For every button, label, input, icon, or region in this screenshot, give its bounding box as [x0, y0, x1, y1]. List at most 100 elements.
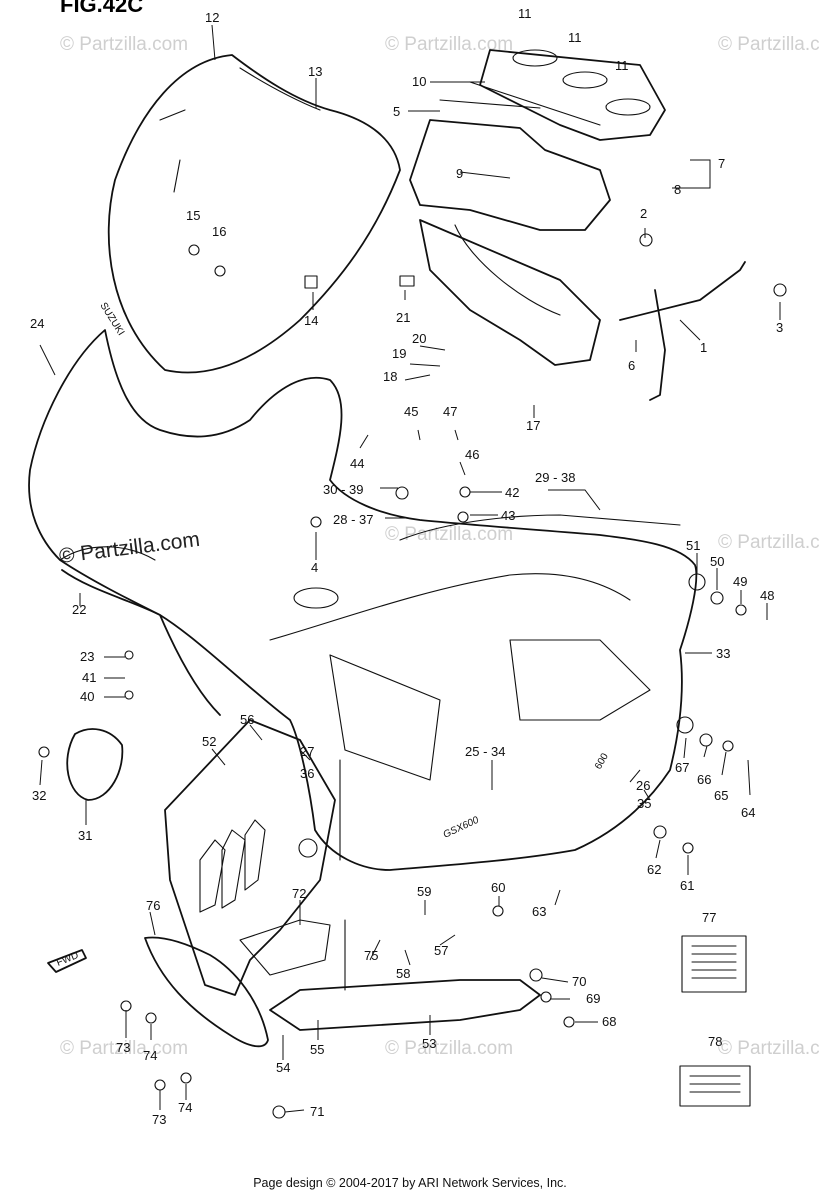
- fairing-badge: 600: [593, 751, 611, 771]
- callout: 64: [741, 805, 755, 820]
- main-fairing: GSX600 600: [28, 329, 698, 871]
- hardware-items: [38, 233, 787, 1119]
- callout: 22: [72, 602, 86, 617]
- callout: 71: [310, 1104, 324, 1119]
- page-footer: Page design © 2004-2017 by ARI Network S…: [253, 1176, 567, 1190]
- callout: 4: [311, 560, 318, 575]
- callout: 20: [412, 331, 426, 346]
- callout: 45: [404, 404, 418, 419]
- fairing-side-logo: GSX600: [442, 815, 481, 841]
- callout: 6: [628, 358, 635, 373]
- callout: 3: [776, 320, 783, 335]
- callout: 73: [116, 1040, 130, 1055]
- callout: 67: [675, 760, 689, 775]
- callout: 33: [716, 646, 730, 661]
- callout: 2: [640, 206, 647, 221]
- callout: 26: [636, 778, 650, 793]
- watermark: © Partzilla.com: [718, 532, 820, 553]
- callout: 32: [32, 788, 46, 803]
- callout: 10: [412, 74, 426, 89]
- windscreen: SUZUKI: [97, 54, 401, 374]
- callout: 24: [30, 316, 44, 331]
- callout: 57: [434, 943, 448, 958]
- callout: 7: [718, 156, 725, 171]
- callout: 53: [422, 1036, 436, 1051]
- callout: 59: [417, 884, 431, 899]
- callout: 62: [647, 862, 661, 877]
- callout: 70: [572, 974, 586, 989]
- callout: 12: [205, 10, 219, 25]
- callout: 61: [680, 878, 694, 893]
- leader-lines: [39, 24, 781, 1113]
- callout: 66: [697, 772, 711, 787]
- watermark: © Partzilla.com: [60, 1038, 188, 1059]
- callout: 78: [708, 1034, 722, 1049]
- info-label-78: [679, 1065, 751, 1107]
- callout: 51: [686, 538, 700, 553]
- callout: 25 - 34: [465, 744, 505, 759]
- watermark: © Partzilla.com: [385, 524, 513, 545]
- figure-title: FIG.42C: [60, 0, 143, 17]
- callout: 30 - 39: [323, 482, 363, 497]
- callout: 23: [80, 649, 94, 664]
- callout: 44: [350, 456, 364, 471]
- watermark-center: © Partzilla.com: [58, 528, 201, 568]
- callout: 1: [700, 340, 707, 355]
- callout: 74: [143, 1048, 157, 1063]
- callout: 76: [146, 898, 160, 913]
- callout: 42: [505, 485, 519, 500]
- callout: 63: [532, 904, 546, 919]
- callout: 11: [568, 30, 582, 45]
- callout: 65: [714, 788, 728, 803]
- callout: 43: [501, 508, 515, 523]
- callout: 15: [186, 208, 200, 223]
- callout: 50: [710, 554, 724, 569]
- callout: 40: [80, 689, 94, 704]
- callout: 35: [637, 796, 651, 811]
- callout: 54: [276, 1060, 290, 1075]
- callout: 60: [491, 880, 505, 895]
- callout: 41: [82, 670, 96, 685]
- watermark: © Partzilla.com: [385, 1038, 513, 1059]
- callout: 73: [152, 1112, 166, 1127]
- callout: 13: [308, 64, 322, 79]
- callout: 29 - 38: [535, 470, 575, 485]
- callout: 58: [396, 966, 410, 981]
- watermark: © Partzilla.com: [60, 34, 188, 55]
- callout: 31: [78, 828, 92, 843]
- callout: 56: [240, 712, 254, 727]
- watermark: © Partzilla.com: [718, 34, 820, 55]
- callout: 46: [465, 447, 479, 462]
- left-side-panels: [61, 569, 541, 1048]
- watermark: © Partzilla.com: [718, 1038, 820, 1059]
- callout: 72: [292, 886, 306, 901]
- callout: 17: [526, 418, 540, 433]
- callout: 28 - 37: [333, 512, 373, 527]
- callout: 8: [674, 182, 681, 197]
- callout: 5: [393, 104, 400, 119]
- callout: 11: [615, 58, 629, 73]
- callout: 68: [602, 1014, 616, 1029]
- watermark: © Partzilla.com: [385, 34, 513, 55]
- callout: 16: [212, 224, 226, 239]
- callout: 9: [456, 166, 463, 181]
- callout: 52: [202, 734, 216, 749]
- callout: 18: [383, 369, 397, 384]
- callout: 47: [443, 404, 457, 419]
- callout: 74: [178, 1100, 192, 1115]
- callout: 11: [518, 6, 532, 21]
- callout-labels: 12 13 11 11 11 10 5 7 8 9 2 15 16 3 14 2…: [30, 6, 783, 1127]
- callout: 36: [300, 766, 314, 781]
- caution-label-77: [681, 935, 747, 993]
- callout: 14: [304, 313, 318, 328]
- callout: 69: [586, 991, 600, 1006]
- callout: 19: [392, 346, 406, 361]
- callout: 21: [396, 310, 410, 325]
- meter-bracket-assembly: [409, 49, 746, 401]
- callout: 77: [702, 910, 716, 925]
- callout: 75: [364, 948, 378, 963]
- callout: 48: [760, 588, 774, 603]
- callout: 49: [733, 574, 747, 589]
- callout: 55: [310, 1042, 324, 1057]
